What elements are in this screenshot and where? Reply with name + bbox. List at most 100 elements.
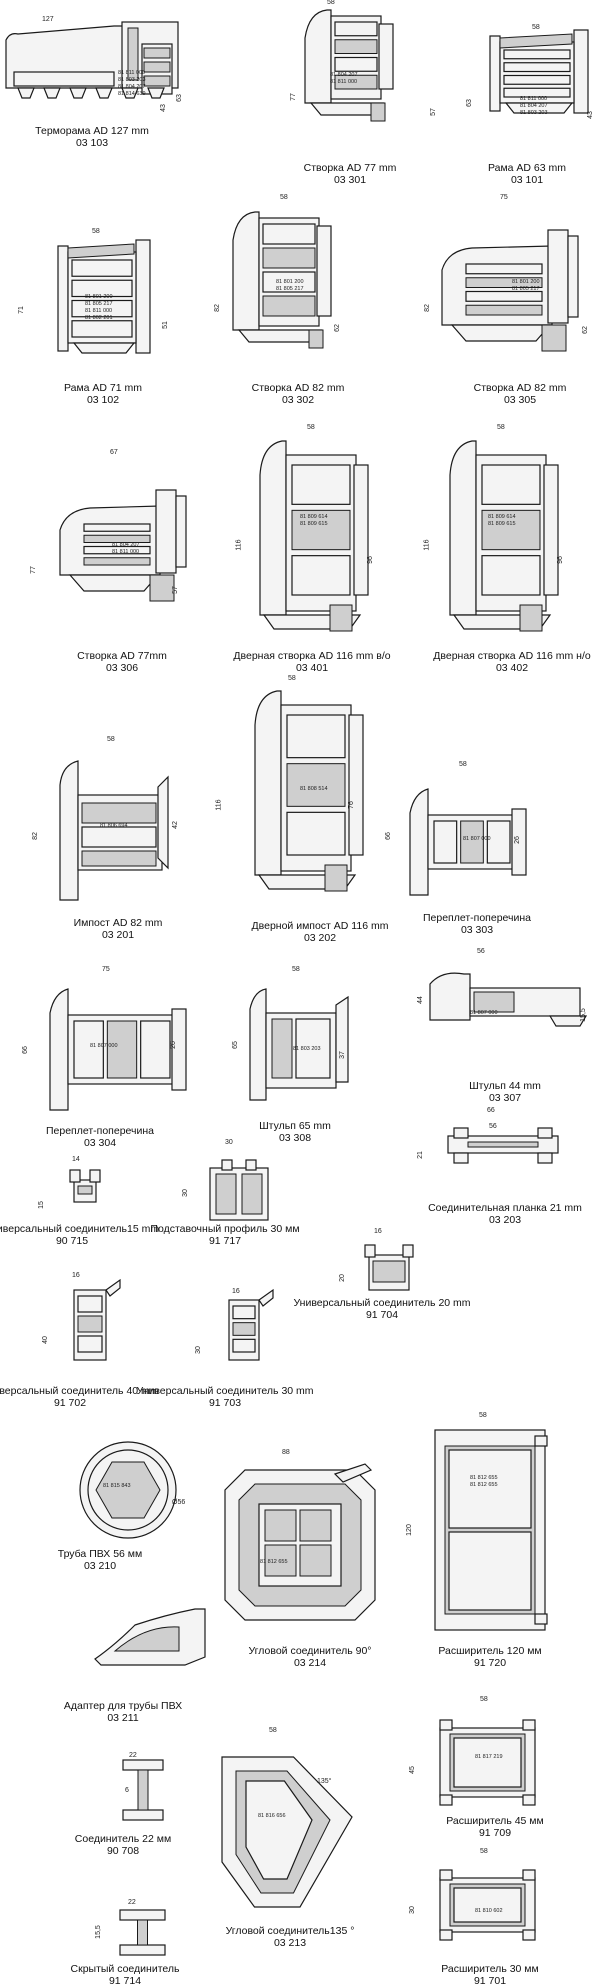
profile-code: 03 101 [510, 174, 544, 186]
dimension-label: 42 [171, 821, 179, 829]
profile-code: 03 210 [83, 1560, 117, 1572]
dimension-label: 58 [292, 966, 300, 973]
profile-drawing-p18 [209, 1159, 269, 1221]
profile-name: Универсальный соединитель15 mm [0, 1223, 160, 1235]
part-code: 81 807 000 [470, 1010, 498, 1016]
part-code: 81 808 514 [300, 786, 328, 792]
profile-code: 03 303 [460, 924, 494, 936]
profile-code: 03 103 [75, 137, 109, 149]
profile-code: 03 203 [488, 1214, 522, 1226]
part-code: 81 804 207 [330, 72, 358, 78]
part-code: 81 809 615 [300, 521, 328, 527]
part-code: 81 810 602 [475, 1908, 503, 1914]
dimension-label: 62 [333, 324, 341, 332]
dimension-label: 135° [317, 1778, 332, 1785]
part-code: 81 815 843 [103, 1483, 131, 1489]
profile-drawing-p8 [259, 435, 370, 635]
profile-name: Створка AD 77 mm [303, 162, 397, 174]
profile-section-p3 [489, 29, 589, 114]
profile-section-p11 [254, 690, 364, 892]
part-code: 81 802 201 [85, 315, 113, 321]
profile-drawing-p11 [254, 685, 365, 895]
part-codes: 81 807 000 [470, 1010, 498, 1017]
profile-section-p21 [228, 1288, 274, 1361]
profile-code: 03 213 [273, 1937, 307, 1949]
profile-name: Подставочный профиль 30 мм [150, 1223, 300, 1235]
dimension-label: 58 [269, 1727, 277, 1734]
profile-drawing-p19 [364, 1244, 414, 1291]
profile-name: Скрытый соединитель [70, 1963, 180, 1975]
dimension-label: 66 [384, 832, 392, 840]
dimension-label: 58 [480, 1848, 488, 1855]
profile-drawing-p15 [429, 970, 590, 1030]
profile-drawing-p24 [434, 1429, 548, 1631]
profile-caption: Угловой соединитель135 °03 213 [200, 1925, 380, 1949]
dimension-label: 58 [307, 424, 315, 431]
profile-section-p25 [94, 1608, 206, 1666]
part-code: 81 805 217 [276, 286, 304, 292]
dimension-label: 57 [171, 586, 179, 594]
dimension-label: 51 [161, 321, 169, 329]
dimension-label: 43 [159, 104, 167, 112]
dimension-label: Ø56 [172, 1499, 186, 1506]
part-code: 81 807 000 [90, 1043, 118, 1049]
dimension-label: 43 [586, 111, 594, 119]
part-code: 81 803 203 [520, 110, 548, 116]
profile-name: Импост AD 82 mm [73, 917, 163, 929]
profile-code: 91 701 [473, 1975, 507, 1987]
profile-drawing-p28 [439, 1719, 536, 1806]
profile-name: Универсальный соединитель 20 mm [293, 1297, 471, 1309]
part-code: 81 816 656 [258, 1813, 286, 1819]
profile-code: 91 702 [53, 1397, 87, 1409]
dimension-label: 58 [480, 1696, 488, 1703]
dimension-label: 30 [225, 1139, 233, 1146]
part-codes: 81 810 602 [475, 1908, 503, 1915]
part-codes: 81 817 219 [475, 1754, 503, 1761]
dimension-label: 77 [289, 93, 297, 101]
profile-name: Универсальный соединитель 30 mm [136, 1385, 314, 1397]
part-codes: 81 803 203 [293, 1046, 321, 1053]
profile-section-p6 [441, 229, 579, 352]
dimension-label: 15,5 [579, 1008, 587, 1022]
dimension-label: 82 [423, 304, 431, 312]
profile-section-p2 [304, 9, 394, 122]
dimension-label: 96 [556, 556, 564, 564]
profile-drawing-p30 [439, 1869, 536, 1941]
profile-name: Створка AD 82 mm [473, 382, 567, 394]
dimension-label: 20 [338, 1274, 346, 1282]
dimension-label: 58 [327, 0, 335, 6]
profile-name: Створка AD 82 mm [251, 382, 345, 394]
dimension-label: 15,5 [94, 1925, 102, 1939]
profile-name: Соединитель 22 мм [74, 1833, 172, 1845]
dimension-label: 58 [479, 1412, 487, 1419]
dimension-label: 67 [110, 449, 118, 456]
dimension-label: 30 [181, 1189, 189, 1197]
part-codes: 81 806 694 [100, 823, 128, 830]
part-code: 81 809 614 [300, 514, 328, 520]
dimension-label: 63 [175, 94, 183, 102]
part-code: 81 811 000 [330, 79, 358, 85]
dimension-label: 14 [72, 1156, 80, 1163]
dimension-label: 26 [169, 1041, 177, 1049]
profile-section-p28 [439, 1719, 536, 1806]
part-code: 81 801 200 [85, 294, 113, 300]
part-code: 81 801 200 [512, 279, 540, 285]
profile-section-p27 [221, 1756, 353, 1908]
profile-code: 03 102 [86, 394, 120, 406]
dimension-label: 62 [581, 326, 589, 334]
profile-drawing-p5 [232, 210, 333, 350]
part-code: 81 812 655 [260, 1559, 288, 1565]
profile-name: Дверная створка AD 116 mm н/о [433, 650, 591, 662]
profile-code: 90 708 [106, 1845, 140, 1857]
